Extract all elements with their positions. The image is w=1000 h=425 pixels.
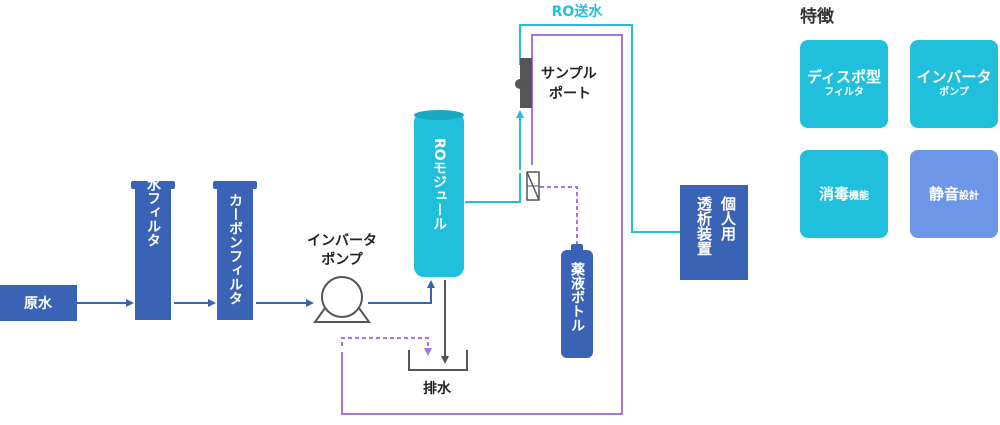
ro-feed-label: RO送水 [552, 3, 604, 20]
feature-quiet-design-sub: 設計 [959, 190, 979, 202]
feature-disinfection: 消毒 機能 [800, 150, 888, 238]
feature-inverter-pump: インバータ ポンプ [910, 40, 998, 128]
drain-basin [408, 350, 468, 371]
dialysis-label-col1: 個人用 [719, 195, 737, 242]
sample-port: サンプル ポート [515, 58, 597, 108]
feature-disposable-filter-main: ディスポ型 [807, 68, 881, 86]
ro-feed-loop [519, 24, 680, 233]
raw-water-box: 原水 [0, 285, 77, 321]
feature-disposable-filter: ディスポ型 フィルタ [800, 40, 888, 128]
raw-filter: 原水フィルタ [131, 163, 175, 320]
features-title: 特徴 [800, 7, 834, 27]
inverter-pump-label-line2: ポンプ [321, 251, 364, 268]
return-dashed-to-drain [341, 337, 432, 356]
ro-module: ROモジュール [414, 110, 464, 277]
feature-disposable-filter-sub: フィルタ [824, 87, 864, 98]
check-valve [526, 171, 540, 201]
sample-port-label-line1: サンプル [541, 66, 597, 82]
ro-feed-line-lower [465, 173, 521, 203]
pump-icon [321, 276, 363, 318]
feature-inverter-pump-sub: ポンプ [939, 87, 969, 98]
carbon-filter-label: カーボンフィルタ [227, 193, 243, 305]
chemical-dashed-line [540, 186, 578, 248]
feature-disinfection-main: 消毒 [818, 184, 849, 203]
raw-filter-label: 原水フィルタ [145, 163, 161, 247]
chemical-bottle: 薬液ボトル [561, 244, 593, 358]
inverter-pump-label-line1: インバータ [307, 233, 377, 249]
drain-label: 排水 [423, 380, 452, 397]
flow-arrow-pump-to-ro [368, 280, 435, 304]
feature-inverter-pump-main: インバータ [916, 68, 992, 86]
inverter-pump: インバータ ポンプ [307, 233, 377, 323]
dialysis-device: 個人用 透析装置 [680, 185, 748, 280]
carbon-filter: カーボンフィルタ [213, 181, 257, 320]
dialysis-label-col2: 透析装置 [695, 196, 713, 256]
sample-port-label-line2: ポート [549, 85, 591, 102]
ro-module-label: ROモジュール [431, 138, 447, 231]
raw-water-label: 原水 [24, 295, 53, 312]
feature-quiet-design-main: 静音 [928, 184, 959, 203]
feature-disinfection-sub: 機能 [849, 190, 869, 202]
chemical-bottle-label: 薬液ボトル [569, 261, 585, 332]
return-loop-line [341, 34, 623, 415]
feature-quiet-design: 静音 設計 [910, 150, 998, 238]
